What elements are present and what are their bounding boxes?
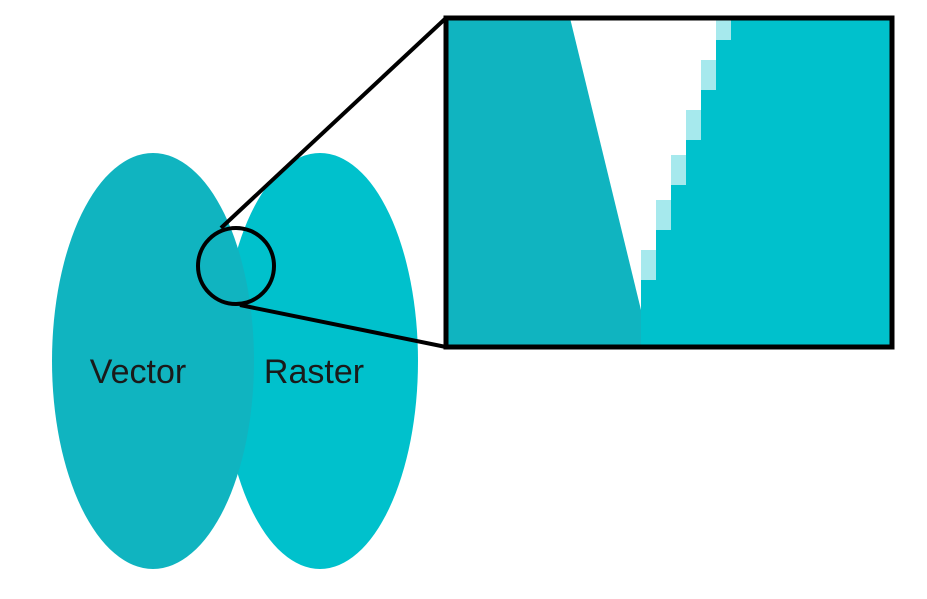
zoom-connector-top xyxy=(219,16,448,230)
zoom-connector-bottom xyxy=(239,303,447,349)
raster-antialias-pixel xyxy=(641,250,656,280)
raster-pixel-column xyxy=(686,140,701,347)
vector-ellipse xyxy=(52,153,254,569)
vector-label: Vector xyxy=(90,353,186,391)
raster-antialias-pixel xyxy=(656,200,671,230)
inset-raster-region xyxy=(641,0,892,347)
raster-pixel-column xyxy=(701,90,716,347)
magnifier-circle-icon xyxy=(196,226,276,306)
inset-vector-region xyxy=(446,18,650,347)
raster-pixel-column xyxy=(716,40,731,347)
raster-antialias-pixel xyxy=(686,110,701,140)
raster-antialias-pixel xyxy=(731,0,746,18)
raster-antialias-pixel xyxy=(716,18,731,40)
raster-pixel-column xyxy=(641,280,656,347)
raster-pixel-column xyxy=(656,230,671,347)
raster-pixel-column xyxy=(671,185,686,347)
raster-antialias-pixel xyxy=(671,155,686,185)
raster-label: Raster xyxy=(264,353,364,391)
inset-frame xyxy=(443,15,895,350)
raster-antialias-pixel xyxy=(701,60,716,90)
zoom-inset xyxy=(443,0,895,350)
raster-pixel-column xyxy=(731,18,746,347)
inset-raster-fill xyxy=(746,18,892,347)
